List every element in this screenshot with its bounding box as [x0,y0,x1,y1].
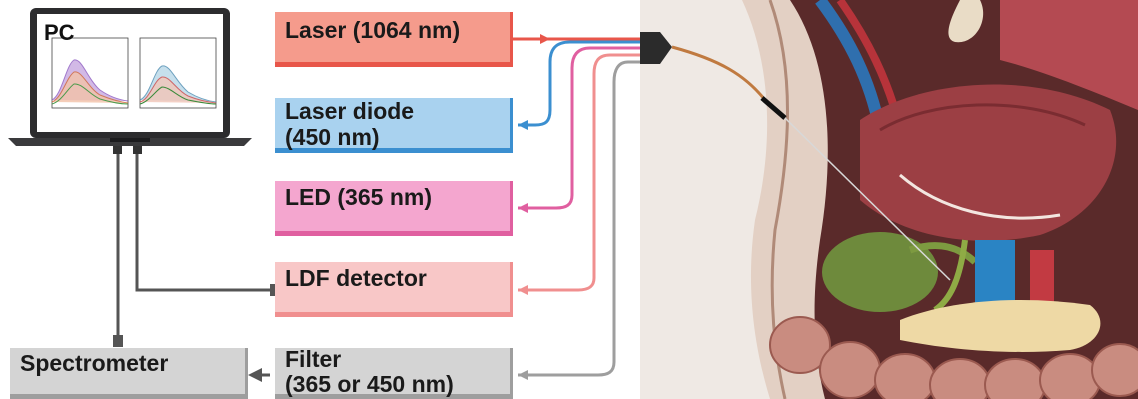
led-fiber [518,48,644,208]
laser-diode-label-line2: (450 nm) [285,124,380,151]
laser-diode-label-line1: Laser diode [285,98,414,125]
filter-label-line1: Filter [285,346,341,373]
pc-ldf-cable [137,154,272,290]
filter-label-line2: (365 or 450 nm) [285,371,454,398]
spectrometer-label: Spectrometer [20,350,168,377]
led-label: LED (365 nm) [285,184,432,211]
ldf-fiber [518,55,644,290]
ldf-detector-label: LDF detector [285,265,427,292]
filter-fiber [518,62,644,375]
anatomy-illustration [640,0,1138,399]
laser-1064-label: Laser (1064 nm) [285,17,460,44]
pc-label: PC [44,20,75,46]
